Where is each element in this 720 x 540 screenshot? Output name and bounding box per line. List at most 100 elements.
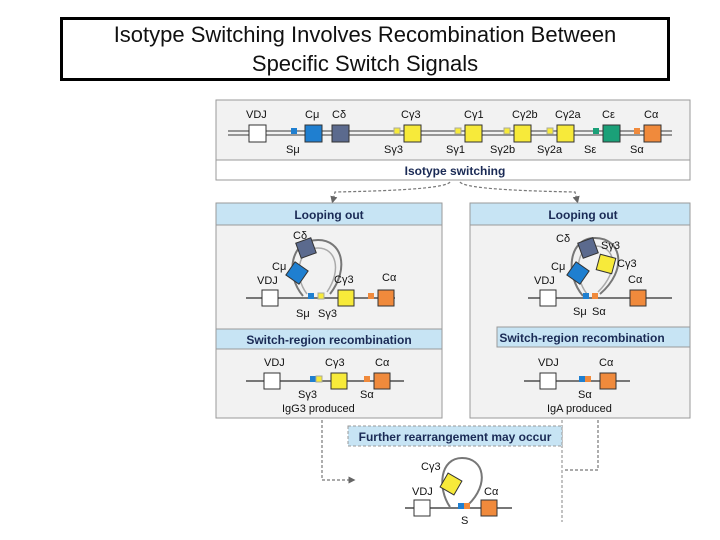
right-label-c-delta: Cδ [556, 233, 570, 245]
label-c-gamma2b: Cγ2b [512, 109, 538, 121]
label-s-mu: Sμ [286, 144, 300, 156]
left-product-label-c-alpha: Cα [375, 357, 390, 369]
s-gamma2b-switch [503, 127, 511, 135]
connector-left-to-bottom [321, 420, 356, 484]
right-panel-bg [469, 202, 691, 419]
left-label-c-gamma3: Cγ3 [334, 274, 354, 286]
label-s-gamma1: Sγ1 [446, 144, 465, 156]
s-gamma3-switch [393, 127, 401, 135]
right-looping-header: Looping out [548, 208, 617, 222]
right-product-label-s-alpha: Sα [578, 389, 592, 401]
right-s-mu-marker [583, 293, 589, 299]
right-c-mu-box [566, 261, 590, 285]
s-alpha-switch [634, 128, 640, 134]
right-vdj-segment [539, 289, 557, 307]
left-product-switch-2 [315, 375, 323, 383]
c-gamma3-gene [403, 124, 422, 143]
c-mu-gene [304, 124, 323, 143]
c-gamma1-gene [464, 124, 483, 143]
label-c-gamma2a: Cγ2a [555, 109, 582, 121]
right-recombination-header-bg [496, 326, 691, 348]
title-box: Isotype Switching Involves Recombination… [60, 17, 670, 81]
left-product-c-alpha [373, 372, 391, 390]
label-s-epsilon: Sε [584, 144, 596, 156]
further-label-c-gamma3: Cγ3 [421, 461, 441, 473]
further-label-vdj: VDJ [412, 486, 433, 498]
left-label-s-gamma3: Sγ3 [318, 308, 337, 320]
left-looping-header-bg [215, 202, 443, 226]
label-c-gamma1: Cγ1 [464, 109, 484, 121]
right-product-s-alpha [585, 376, 591, 382]
left-panel-bg [215, 202, 443, 419]
left-s-mu-marker [308, 293, 314, 299]
left-product-label-s-alpha: Sα [360, 389, 374, 401]
right-label-s-alpha: Sα [592, 306, 606, 318]
right-c-gamma3-box [595, 253, 617, 275]
left-produced-label: IgG3 produced [282, 403, 355, 415]
further-rearrangement: Further rearrangement may occur Cγ3 VDJ … [347, 425, 563, 527]
left-product-vdj [263, 372, 281, 390]
label-vdj: VDJ [246, 109, 267, 121]
right-label-c-alpha: Cα [628, 274, 643, 286]
left-label-c-mu: Cμ [272, 261, 286, 273]
label-c-delta: Cδ [332, 109, 346, 121]
s-gamma2a-switch [546, 127, 554, 135]
vdj-segment [248, 124, 267, 143]
right-s-alpha-marker [592, 293, 598, 299]
left-recombination-header-bg [215, 328, 443, 350]
top-gene-strip: VDJ Cμ Cδ Cγ3 Cγ1 Cγ2b Cγ2a Cε Cα Sμ Sγ3… [215, 99, 691, 181]
s-mu-switch [291, 128, 297, 134]
left-recombination-header: Switch-region recombination [246, 333, 411, 347]
further-header: Further rearrangement may occur [359, 430, 552, 444]
further-header-bg [347, 425, 563, 447]
further-switch-blue [458, 503, 464, 509]
isotype-switching-label: Isotype switching [405, 164, 506, 178]
further-label-s: S [461, 515, 468, 527]
left-product-label-s-gamma3: Sγ3 [298, 389, 317, 401]
left-label-c-alpha: Cα [382, 272, 397, 284]
right-label-c-mu: Cμ [551, 261, 565, 273]
left-product-s-alpha [364, 376, 370, 382]
right-label-s-gamma3: Sγ3 [601, 240, 620, 252]
left-c-delta-box [295, 237, 317, 259]
right-produced-label: IgA produced [547, 403, 612, 415]
left-c-gamma3-box [337, 289, 355, 307]
right-label-vdj: VDJ [534, 275, 555, 287]
right-product-label-vdj: VDJ [538, 357, 559, 369]
right-c-alpha-box [629, 289, 647, 307]
s-gamma1-switch [454, 127, 462, 135]
label-s-gamma2b: Sγ2b [490, 144, 515, 156]
label-s-gamma2a: Sγ2a [537, 144, 563, 156]
left-label-s-mu: Sμ [296, 308, 310, 320]
further-c-gamma3-box [439, 472, 463, 496]
title-line-1: Isotype Switching Involves Recombination… [113, 22, 617, 47]
further-label-c-alpha: Cα [484, 486, 499, 498]
c-delta-gene [331, 124, 350, 143]
left-product-c-gamma3 [330, 372, 348, 390]
right-product-label-c-alpha: Cα [599, 357, 614, 369]
right-label-s-mu: Sμ [573, 306, 587, 318]
c-gamma2b-gene [513, 124, 532, 143]
right-recombination-header: Switch-region recombination [499, 331, 664, 345]
left-label-c-delta: Cδ [293, 230, 307, 242]
c-alpha-gene [643, 124, 662, 143]
label-s-alpha: Sα [630, 144, 644, 156]
label-c-gamma3: Cγ3 [401, 109, 421, 121]
arrow-to-right-panel [459, 181, 580, 204]
connector-right-to-bottom [565, 420, 599, 471]
label-c-epsilon: Cε [602, 109, 615, 121]
right-looping-header-bg [469, 202, 691, 226]
left-vdj-segment [261, 289, 279, 307]
left-c-alpha-box [377, 289, 395, 307]
left-c-mu-box [285, 261, 309, 285]
c-gamma2a-gene [556, 124, 575, 143]
left-label-vdj: VDJ [257, 275, 278, 287]
left-product-switch [310, 376, 316, 382]
c-epsilon-gene [602, 124, 621, 143]
left-product-label-vdj: VDJ [264, 357, 285, 369]
label-c-mu: Cμ [305, 109, 319, 121]
left-s-alpha-marker [368, 293, 374, 299]
arrow-to-left-panel [330, 181, 451, 204]
right-product-switch [579, 376, 585, 382]
s-epsilon-switch [593, 128, 599, 134]
